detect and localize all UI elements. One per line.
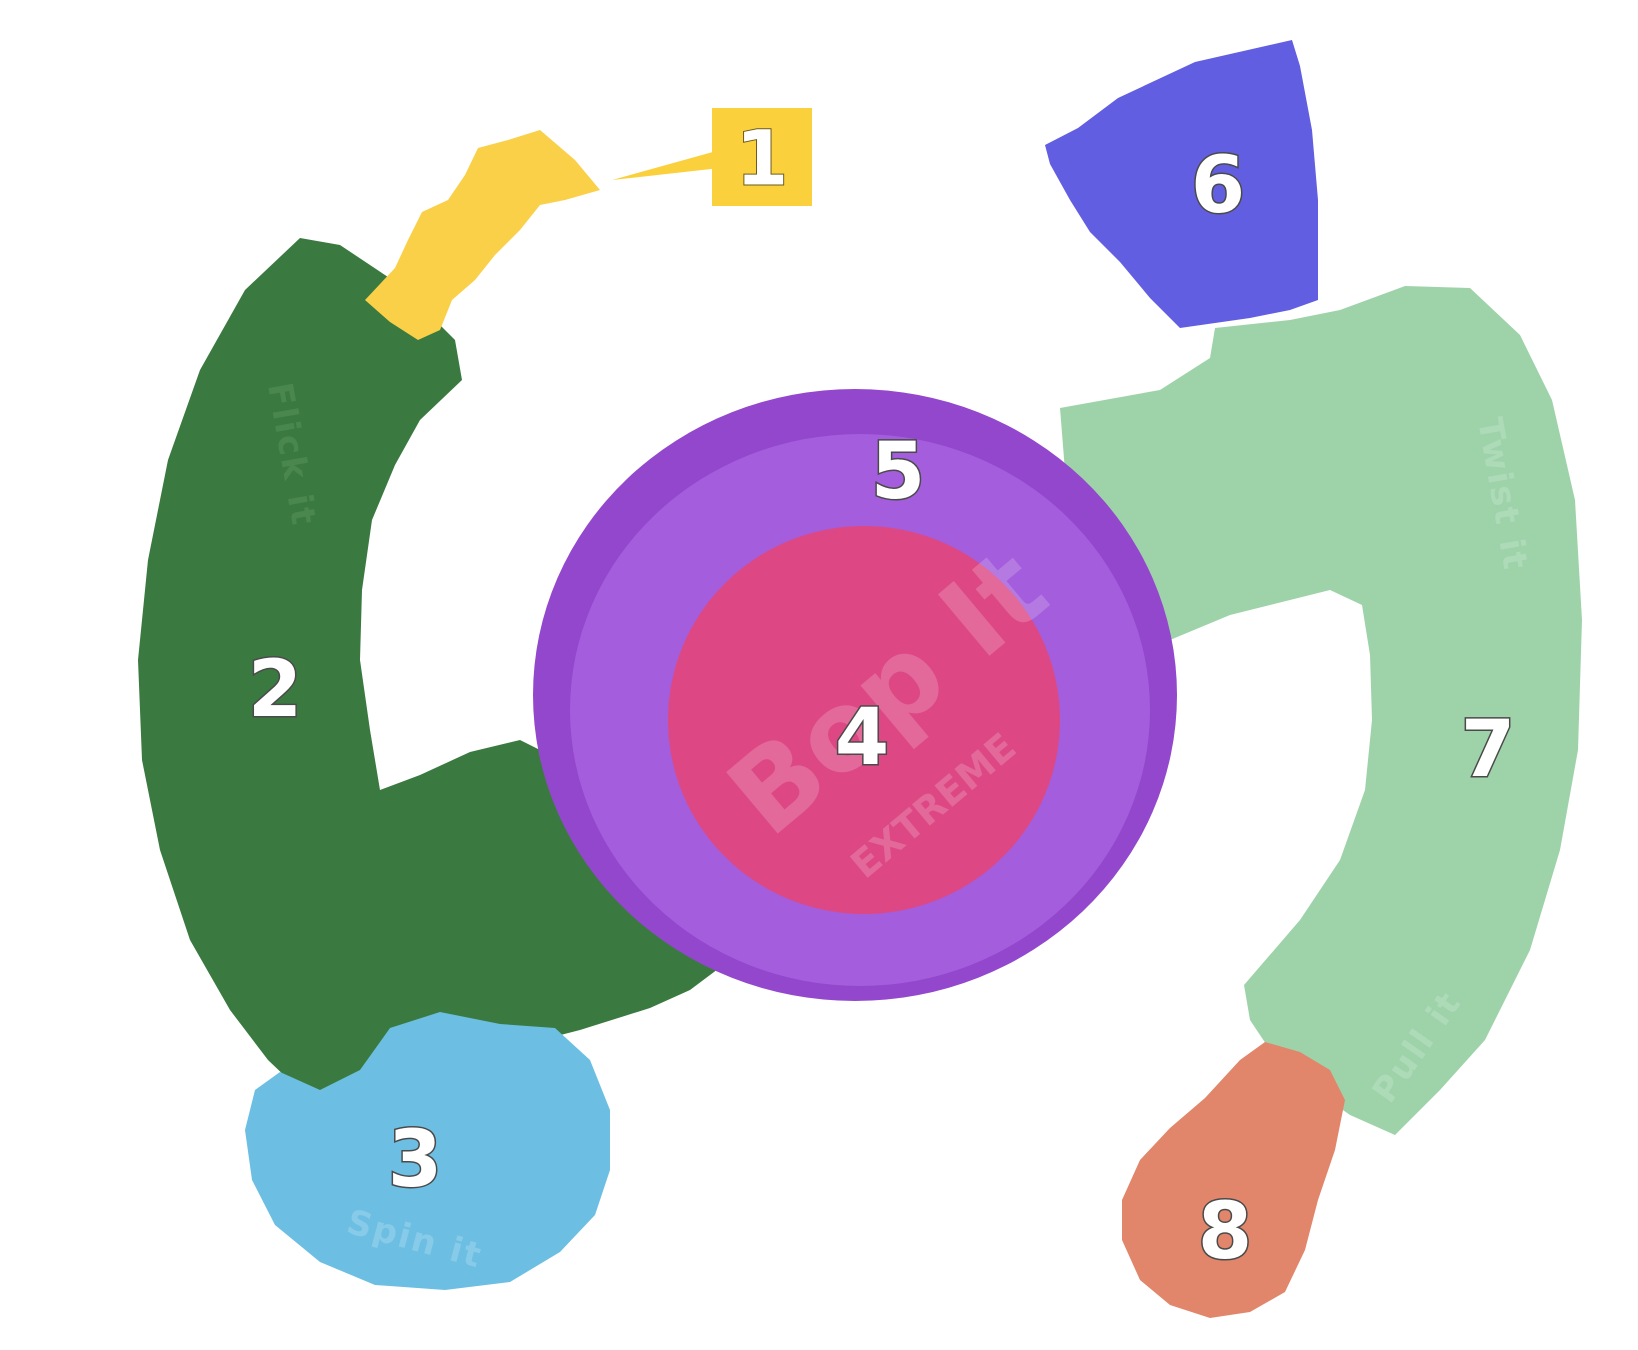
label-3: 3: [388, 1115, 442, 1205]
part-8-pull-knob: [1122, 1042, 1345, 1318]
label-6: 6: [1191, 141, 1245, 231]
part-3-spinner: [245, 1012, 610, 1290]
label-8: 8: [1198, 1187, 1252, 1277]
label-4: 4: [835, 693, 889, 783]
part-7-right-handle: [1060, 286, 1582, 1135]
callout-1-pointer: [612, 150, 720, 180]
label-2: 2: [248, 645, 302, 735]
label-1: 1: [736, 114, 789, 203]
label-5: 5: [871, 427, 925, 517]
part-2-left-handle: [138, 238, 730, 1100]
label-1-box: [712, 108, 812, 206]
part-1-yellow-tube: [365, 130, 600, 340]
part-4-center-button: [668, 526, 1060, 914]
label-7: 7: [1461, 705, 1515, 795]
part-6-cap: [1045, 40, 1318, 328]
